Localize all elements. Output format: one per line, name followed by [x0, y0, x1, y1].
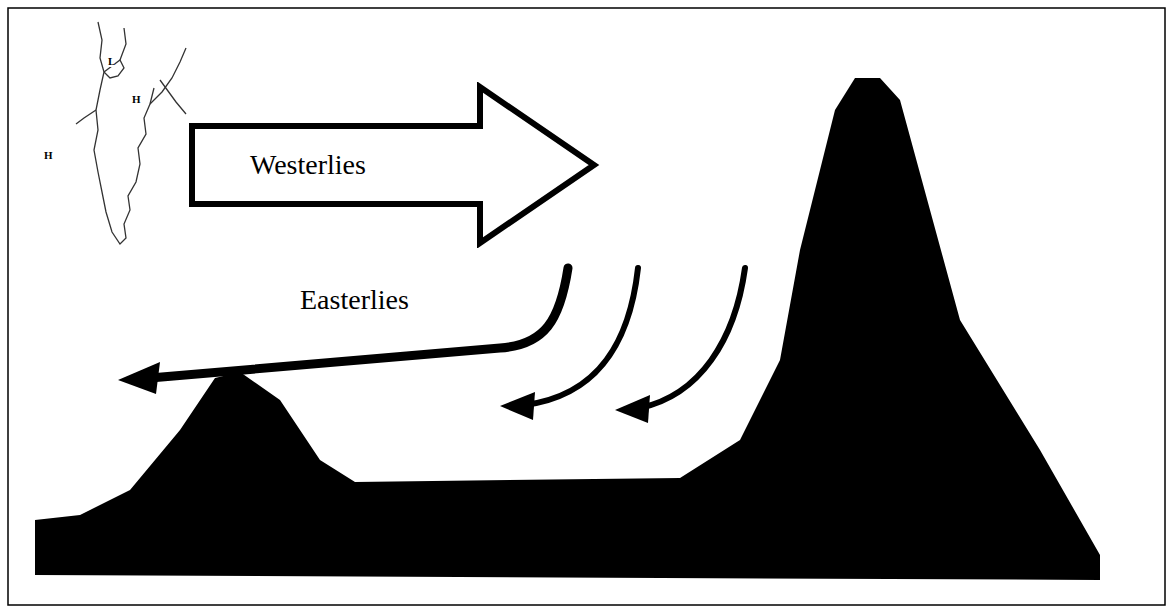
pressure-letter: H	[132, 94, 141, 105]
map-sketch	[76, 22, 186, 244]
flow-arrows	[150, 268, 745, 408]
arrow-outline	[188, 82, 600, 248]
arrow-heads	[118, 362, 650, 423]
mountain-silhouette	[35, 78, 1100, 580]
block-arrow: Westerlies	[188, 82, 600, 248]
pressure-letter: H	[44, 150, 53, 161]
wind-label: Westerlies	[250, 149, 366, 181]
wind-label: Easterlies	[300, 286, 409, 314]
pressure-letter: L	[108, 56, 115, 67]
frame	[8, 8, 1165, 605]
